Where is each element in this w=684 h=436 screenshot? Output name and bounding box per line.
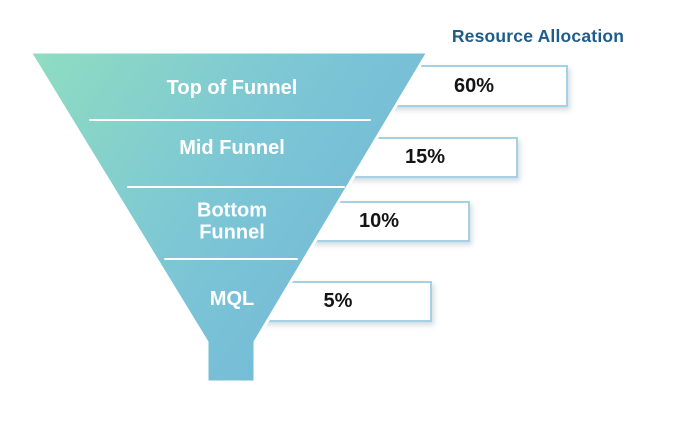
chart-title: Resource Allocation: [451, 26, 625, 46]
allocation-value: 10%: [358, 210, 400, 232]
allocation-bar-top-of-funnel: 60%: [380, 65, 568, 107]
allocation-value: 5%: [323, 290, 353, 312]
funnel-polygon: [28, 50, 430, 384]
funnel-stage-label-mql: MQL: [209, 288, 255, 311]
funnel-stage-label-bottom-funnel: Bottom Funnel: [197, 199, 267, 243]
funnel-stage-label-mid-funnel: Mid Funnel: [179, 137, 285, 160]
allocation-value: 60%: [453, 74, 495, 97]
funnel-stage-label-top-of-funnel: Top of Funnel: [166, 77, 298, 100]
allocation-value: 15%: [404, 146, 446, 168]
